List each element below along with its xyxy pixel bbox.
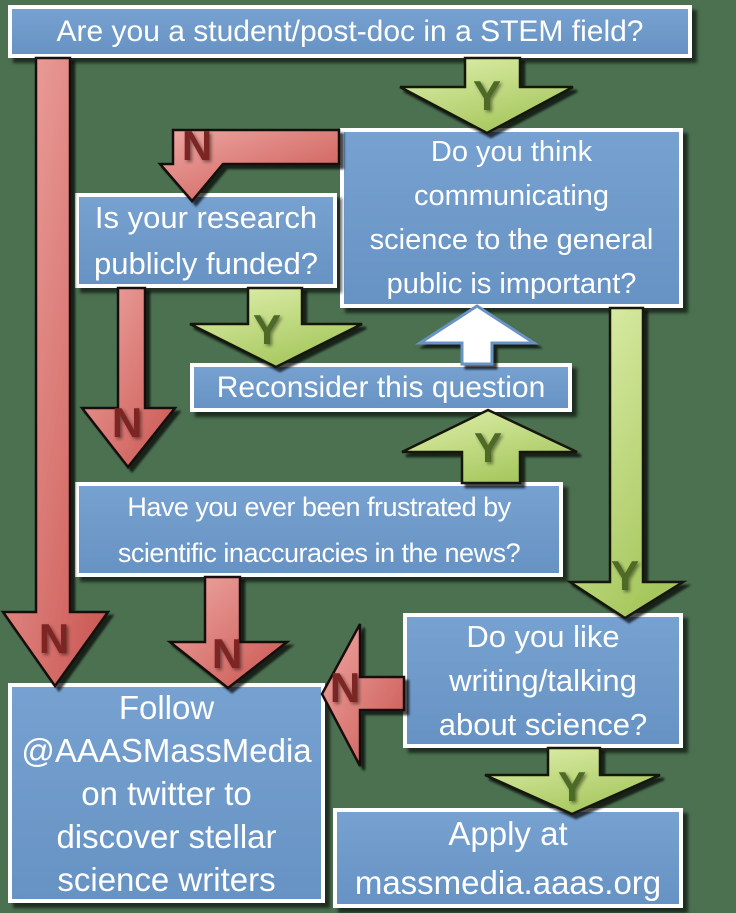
node-text-line: Is your research [94, 199, 318, 235]
node-text-line: writing/talking [449, 662, 637, 698]
node-text-line: @AAASMassMedia [21, 731, 312, 769]
node-apply: Apply at massmedia.aaas.org [333, 808, 683, 908]
label-no-writing-branch: N [329, 664, 361, 711]
arrow-yes-communicating-to-writing [565, 306, 688, 620]
label-yes-frustrated-branch: Y [473, 424, 502, 471]
node-text-line: Do you think [430, 136, 593, 168]
node-text-line: discover stellar [56, 817, 277, 855]
arrow-yes-frustrated-to-reconsider [401, 408, 578, 485]
node-text-line: publicly funded? [93, 245, 319, 281]
node-text-line: science writers [57, 860, 276, 898]
node-text-line: on twitter to [81, 774, 252, 812]
node-text-line: Follow [118, 688, 215, 726]
node-text-line: Are you a student/post-doc in a STEM fie… [56, 15, 644, 48]
node-text-line: massmedia.aaas.org [354, 864, 662, 901]
node-text-line: public is important? [386, 268, 637, 300]
arrow-no-writing-to-follow [320, 623, 406, 767]
arrow-white-reconsider-to-communicating [414, 304, 540, 366]
node-text-line: about science? [438, 706, 648, 742]
label-no-frustrated-branch: N [211, 630, 243, 677]
arrow-no-stem-to-follow [0, 56, 111, 689]
node-communicating-question: Do you think communicating science to th… [340, 128, 683, 308]
node-frustrated-question: Have you ever been frustrated by scienti… [75, 482, 563, 577]
label-no-communicating-branch: N [181, 122, 213, 169]
arrow-yes-funded-to-reconsider [189, 286, 363, 369]
label-no-stem-branch: N [38, 615, 70, 662]
arrow-yes-stem-to-communicating [399, 56, 574, 135]
node-follow-twitter: Follow @AAASMassMedia on twitter to disc… [8, 683, 325, 903]
node-text-line: communicating [413, 180, 610, 212]
label-yes-writing-branch: Y [557, 763, 586, 810]
node-text-line: science to the general [369, 224, 654, 256]
label-yes-communicating-branch: Y [610, 552, 639, 599]
node-funded-question: Is your research publicly funded? [75, 193, 337, 288]
arrow-yes-writing-to-apply [484, 746, 661, 816]
node-text-line: Reconsider this question [216, 370, 546, 404]
node-text-line: Have you ever been frustrated by [127, 491, 511, 522]
label-yes-stem-branch: Y [472, 72, 501, 119]
node-text-line: Do you like [466, 618, 620, 654]
node-text-line: scientific inaccuracies in the news? [117, 537, 521, 568]
arrow-no-communicating-to-funded [157, 128, 341, 203]
label-yes-funded-branch: Y [252, 306, 281, 353]
arrow-no-frustrated-to-follow [166, 575, 291, 690]
node-reconsider: Reconsider this question [190, 363, 572, 412]
arrow-no-funded-to-frustrated [79, 286, 178, 470]
node-writing-question: Do you like writing/talking about scienc… [403, 613, 683, 748]
node-stem-question: Are you a student/post-doc in a STEM fie… [8, 5, 692, 58]
label-no-funded-branch: N [111, 399, 143, 446]
node-text-line: Apply at [448, 815, 568, 852]
